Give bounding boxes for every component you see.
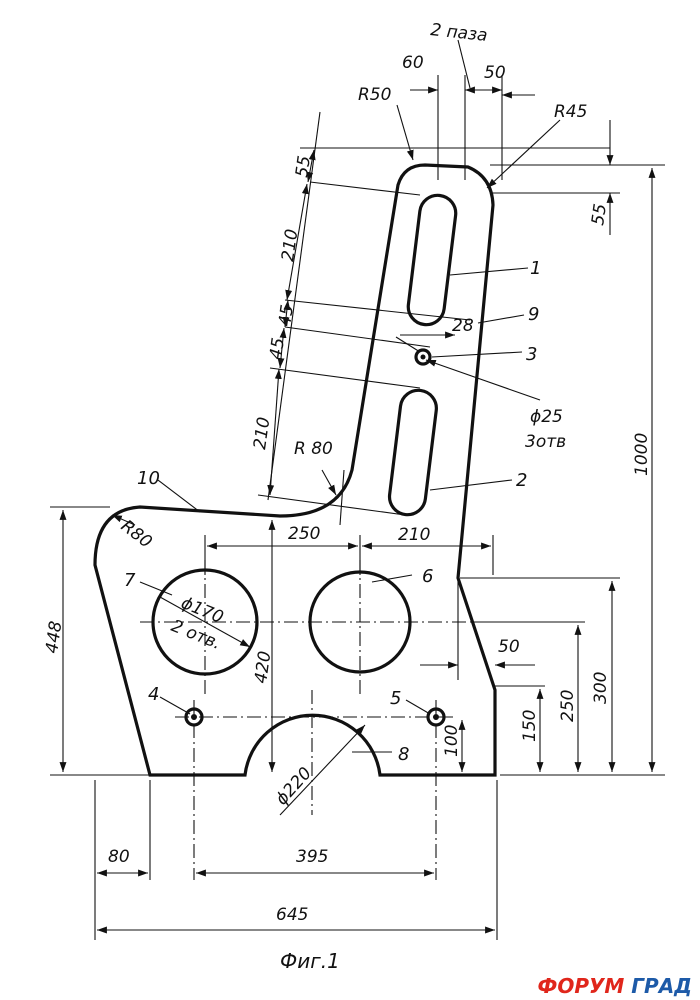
callout-numbers: 1 2 3 4 5 6 7 8 9 10 xyxy=(124,258,541,765)
dim-250-v: 250 xyxy=(558,690,578,722)
radius-r80-side: R80 xyxy=(117,516,156,552)
watermark-part-1: ФОРУМ xyxy=(537,974,625,998)
dim-210-h: 210 xyxy=(398,525,430,545)
callout-3: 3 xyxy=(526,344,537,365)
note-slots: 2 паза xyxy=(429,20,488,46)
dim-55-right: 55 xyxy=(588,202,611,226)
figure-caption: Фиг.1 xyxy=(280,949,340,973)
dim-55-left: 55 xyxy=(292,154,315,178)
dim-1000: 1000 xyxy=(632,433,652,476)
dim-250-h: 250 xyxy=(288,524,320,544)
watermark: ФОРУМ ГРАД xyxy=(538,974,693,998)
dim-150: 150 xyxy=(520,710,540,742)
watermark-part-2: ГРАД xyxy=(631,974,692,998)
slot-2 xyxy=(387,388,438,517)
dim-645: 645 xyxy=(276,905,308,925)
note-holes-diameter: ϕ25 xyxy=(530,407,563,427)
callout-8: 8 xyxy=(398,744,409,765)
callout-2: 2 xyxy=(516,470,527,491)
dim-50-right: 50 xyxy=(498,637,520,657)
dim-210-lower: 210 xyxy=(250,416,274,451)
dim-210-upper: 210 xyxy=(278,228,302,263)
radius-r50: R50 xyxy=(358,85,391,105)
hole-3 xyxy=(414,348,432,366)
dim-448: 448 xyxy=(42,620,66,655)
dim-28: 28 xyxy=(452,316,474,336)
dim-45b: 45 xyxy=(266,336,289,360)
callout-6: 6 xyxy=(422,566,433,587)
slot-1 xyxy=(406,193,458,327)
dim-395: 395 xyxy=(296,847,328,867)
dimension-lines xyxy=(50,39,665,940)
dim-50-top: 50 xyxy=(484,63,506,83)
radius-r45: R45 xyxy=(554,102,587,122)
note-holes-count: 3отв xyxy=(525,432,566,452)
dim-60: 60 xyxy=(402,53,424,73)
callout-4: 4 xyxy=(148,684,159,705)
dim-45a: 45 xyxy=(275,303,298,327)
callout-leaders xyxy=(139,267,529,753)
dim-420: 420 xyxy=(251,650,275,685)
callout-5: 5 xyxy=(390,688,401,709)
callout-7: 7 xyxy=(124,570,136,591)
center-lines xyxy=(140,560,495,880)
callout-1: 1 xyxy=(530,258,541,279)
dim-80: 80 xyxy=(108,847,130,867)
dim-300: 300 xyxy=(591,672,611,704)
callout-10: 10 xyxy=(137,468,160,489)
callout-9: 9 xyxy=(528,304,539,325)
dimension-texts: 2 паза 60 50 R50 R45 55 210 45 45 210 55… xyxy=(42,20,652,925)
dim-100: 100 xyxy=(442,725,462,757)
dim-220: ϕ220 xyxy=(272,764,316,810)
radius-r80-top: R 80 xyxy=(294,439,333,459)
